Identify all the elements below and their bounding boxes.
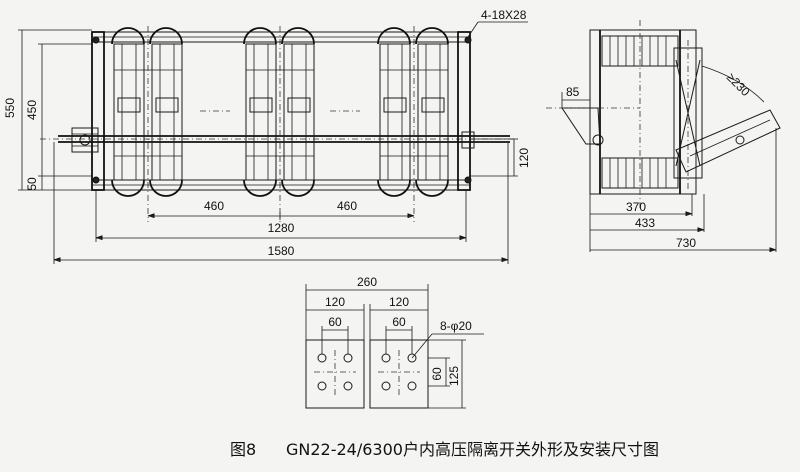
dim-730: 730 <box>676 236 696 250</box>
upper-insulator <box>601 35 679 67</box>
dim-460-left: 460 <box>204 199 224 213</box>
terminal-view: 260 120 120 60 60 8-φ20 60 125 <box>305 275 484 409</box>
side-view: 85 ≥230 370 433 730 <box>546 20 781 252</box>
lower-insulator <box>601 157 679 189</box>
dim-433: 433 <box>635 216 655 230</box>
dim-60-left: 60 <box>328 315 342 329</box>
pole-group-2 <box>243 27 315 197</box>
pole-group-1 <box>111 27 183 197</box>
dim-260: 260 <box>357 275 377 289</box>
dim-125-vert: 125 <box>447 366 461 386</box>
dim-1580: 1580 <box>268 244 295 258</box>
dim-120-right: 120 <box>389 295 409 309</box>
dim-120-side: 120 <box>517 148 531 168</box>
dim-60-right: 60 <box>392 315 406 329</box>
dim-50: 50 <box>25 177 39 191</box>
dim-1280: 1280 <box>268 221 295 235</box>
front-view: 550 450 50 460 460 1280 1580 4-18X28 120 <box>3 8 531 264</box>
dim-450: 450 <box>25 100 39 120</box>
holes-label: 4-18X28 <box>481 8 527 22</box>
holes-8-label: 8-φ20 <box>440 319 472 333</box>
dim-60-vert: 60 <box>430 367 444 381</box>
dim-550: 550 <box>3 98 17 118</box>
figure-title: GN22-24/6300户内高压隔离开关外形及安装尺寸图 <box>286 440 659 459</box>
dim-120-left: 120 <box>325 295 345 309</box>
pole-group-3 <box>377 27 449 197</box>
dim-85: 85 <box>566 85 580 99</box>
dim-370: 370 <box>626 200 646 214</box>
figure-label: 图8 <box>230 440 256 459</box>
dim-230: ≥230 <box>724 70 753 99</box>
caption: 图8 GN22-24/6300户内高压隔离开关外形及安装尺寸图 <box>230 440 659 459</box>
dim-460-right: 460 <box>337 199 357 213</box>
